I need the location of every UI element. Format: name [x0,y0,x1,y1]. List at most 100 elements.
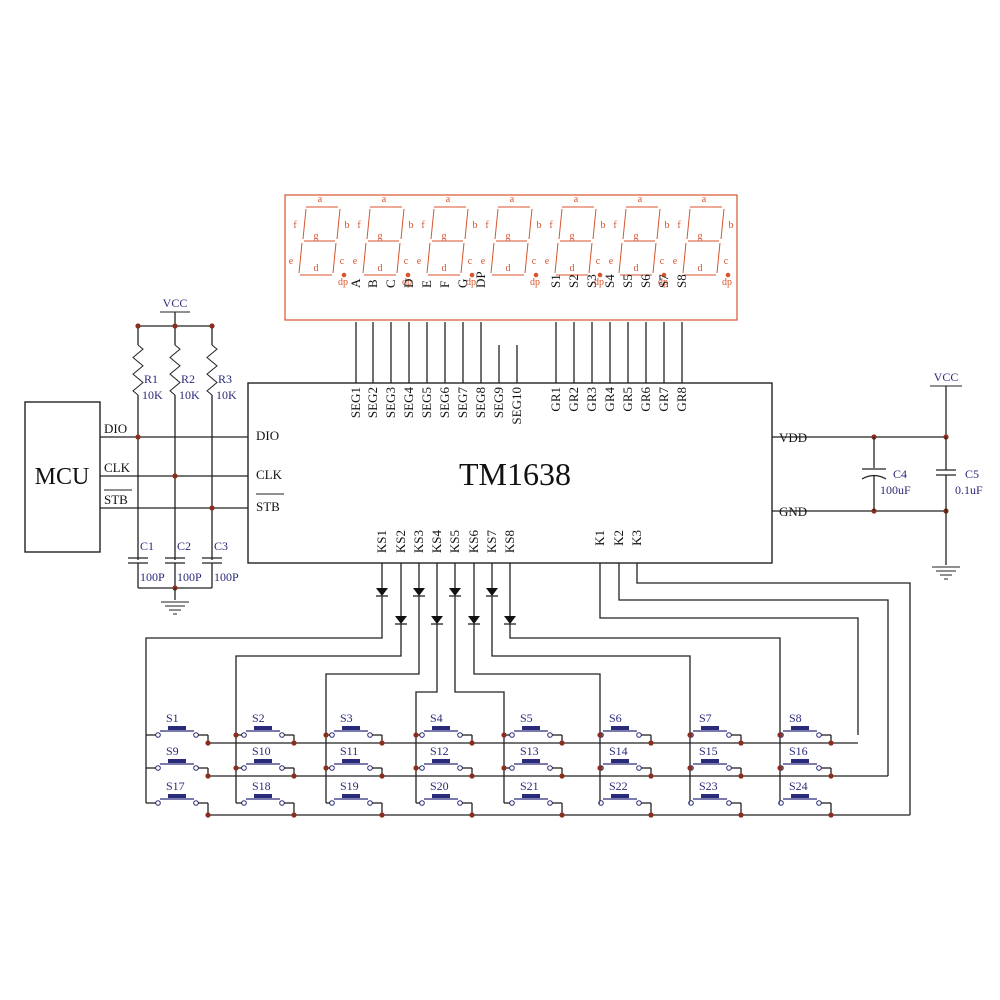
segment-bar [396,242,401,274]
display-seg-label: D [401,279,416,288]
junction-dot [559,740,565,746]
segment-bar [558,208,563,240]
switch-label: S9 [166,744,179,758]
resistor-name: R2 [181,372,195,386]
junction-dot [501,732,507,738]
resistor-name: R3 [218,372,232,386]
segment-letter: c [660,256,665,267]
seven-segment-digits: abcdefgdpabcdefgdpabcdefgdpabcdefgdpabcd… [289,194,734,288]
k2-return [618,563,889,776]
chip-seg-pin: SEG7 [455,387,470,419]
junction-dot [209,323,215,329]
junction-dot [738,773,744,779]
switch-label: S10 [252,744,271,758]
switch-contact [636,732,642,738]
switch-cap-icon [432,759,450,763]
switch-contact [457,800,463,806]
switch-contact [816,765,822,771]
ks4-col [415,624,438,803]
junction-dot [379,773,385,779]
switch-label: S2 [252,711,265,725]
chip-seg-pin: SEG4 [401,387,416,419]
segment-bar [682,242,687,274]
chip-ks-pin: KS4 [429,530,444,554]
segment-letter: a [510,194,515,205]
segment-letter: c [404,256,409,267]
k1-return [599,563,859,735]
segment-bar [588,242,593,274]
capacitor-name: C5 [965,467,979,481]
switch-cap-icon [432,726,450,730]
resistor-icon [132,344,144,396]
junction-dot [597,732,603,738]
ks7-col [491,596,691,803]
switch-contact [241,765,247,771]
decimal-point [341,272,347,278]
segment-letter: e [417,256,422,267]
diode-icon [413,588,425,596]
junction-dot [205,740,211,746]
chip-grid-pin: GR7 [656,387,671,412]
switch-label: S23 [699,779,718,793]
switch-contact [419,800,425,806]
chip-grid-pin: GR8 [674,387,689,412]
diode-icon [431,616,443,624]
segment-letter: g [570,231,575,242]
switch-contact [155,732,161,738]
switch-cap-icon [611,794,629,798]
segment-bar [592,208,597,240]
switch-contact [367,800,373,806]
segment-bar [622,208,627,240]
capacitor-value: 100P [177,570,202,584]
capacitor-name: C2 [177,539,191,553]
segment-letter: b [409,220,414,231]
switch-cap-icon [701,726,719,730]
segment-letter: a [638,194,643,205]
junction-dot [828,773,834,779]
segment-bar [366,208,371,240]
switch-label: S12 [430,744,449,758]
switch-contact [509,800,515,806]
switch-contact [457,765,463,771]
switch-label: S22 [609,779,628,793]
resistor-icon [169,344,181,396]
segment-letter: f [485,220,489,231]
ks5-col [454,596,505,803]
chip-left-pin: STB [256,499,280,514]
segment-letter: a [446,194,451,205]
segment-letter: a [318,194,323,205]
switch-cap-icon [791,794,809,798]
display-seg-label: B [365,279,380,288]
switch-cap-icon [522,759,540,763]
chip-seg-pin: SEG10 [509,387,524,425]
switch-cap-icon [701,794,719,798]
segment-letter: c [340,256,345,267]
chip-seg-pin: SEG9 [491,387,506,418]
display-grid-label: S6 [638,274,653,288]
chip-grid-pin: GR4 [602,387,617,412]
segment-bar [298,242,303,274]
segment-letter: f [677,220,681,231]
mcu-pin-label: DIO [104,421,127,436]
junction-dot [648,812,654,818]
switch-contact [778,800,784,806]
diode-icon [376,588,388,596]
switch-cap-icon [342,759,360,763]
display-grid-label: S2 [566,274,581,288]
segment-bar [618,242,623,274]
segment-letter: f [549,220,553,231]
junction-dot [648,740,654,746]
switch-cap-icon [168,726,186,730]
chip-ks-pin: KS2 [393,530,408,553]
switch-contact [457,732,463,738]
junction-dot [828,812,834,818]
segment-letter: e [289,256,294,267]
segment-letter: dp [530,277,540,288]
switch-cap-icon [342,794,360,798]
switch-contact [726,765,732,771]
junction-dot [469,740,475,746]
junction-dot [135,434,141,440]
junction-dot [379,740,385,746]
resistor-value: 10K [216,388,237,402]
